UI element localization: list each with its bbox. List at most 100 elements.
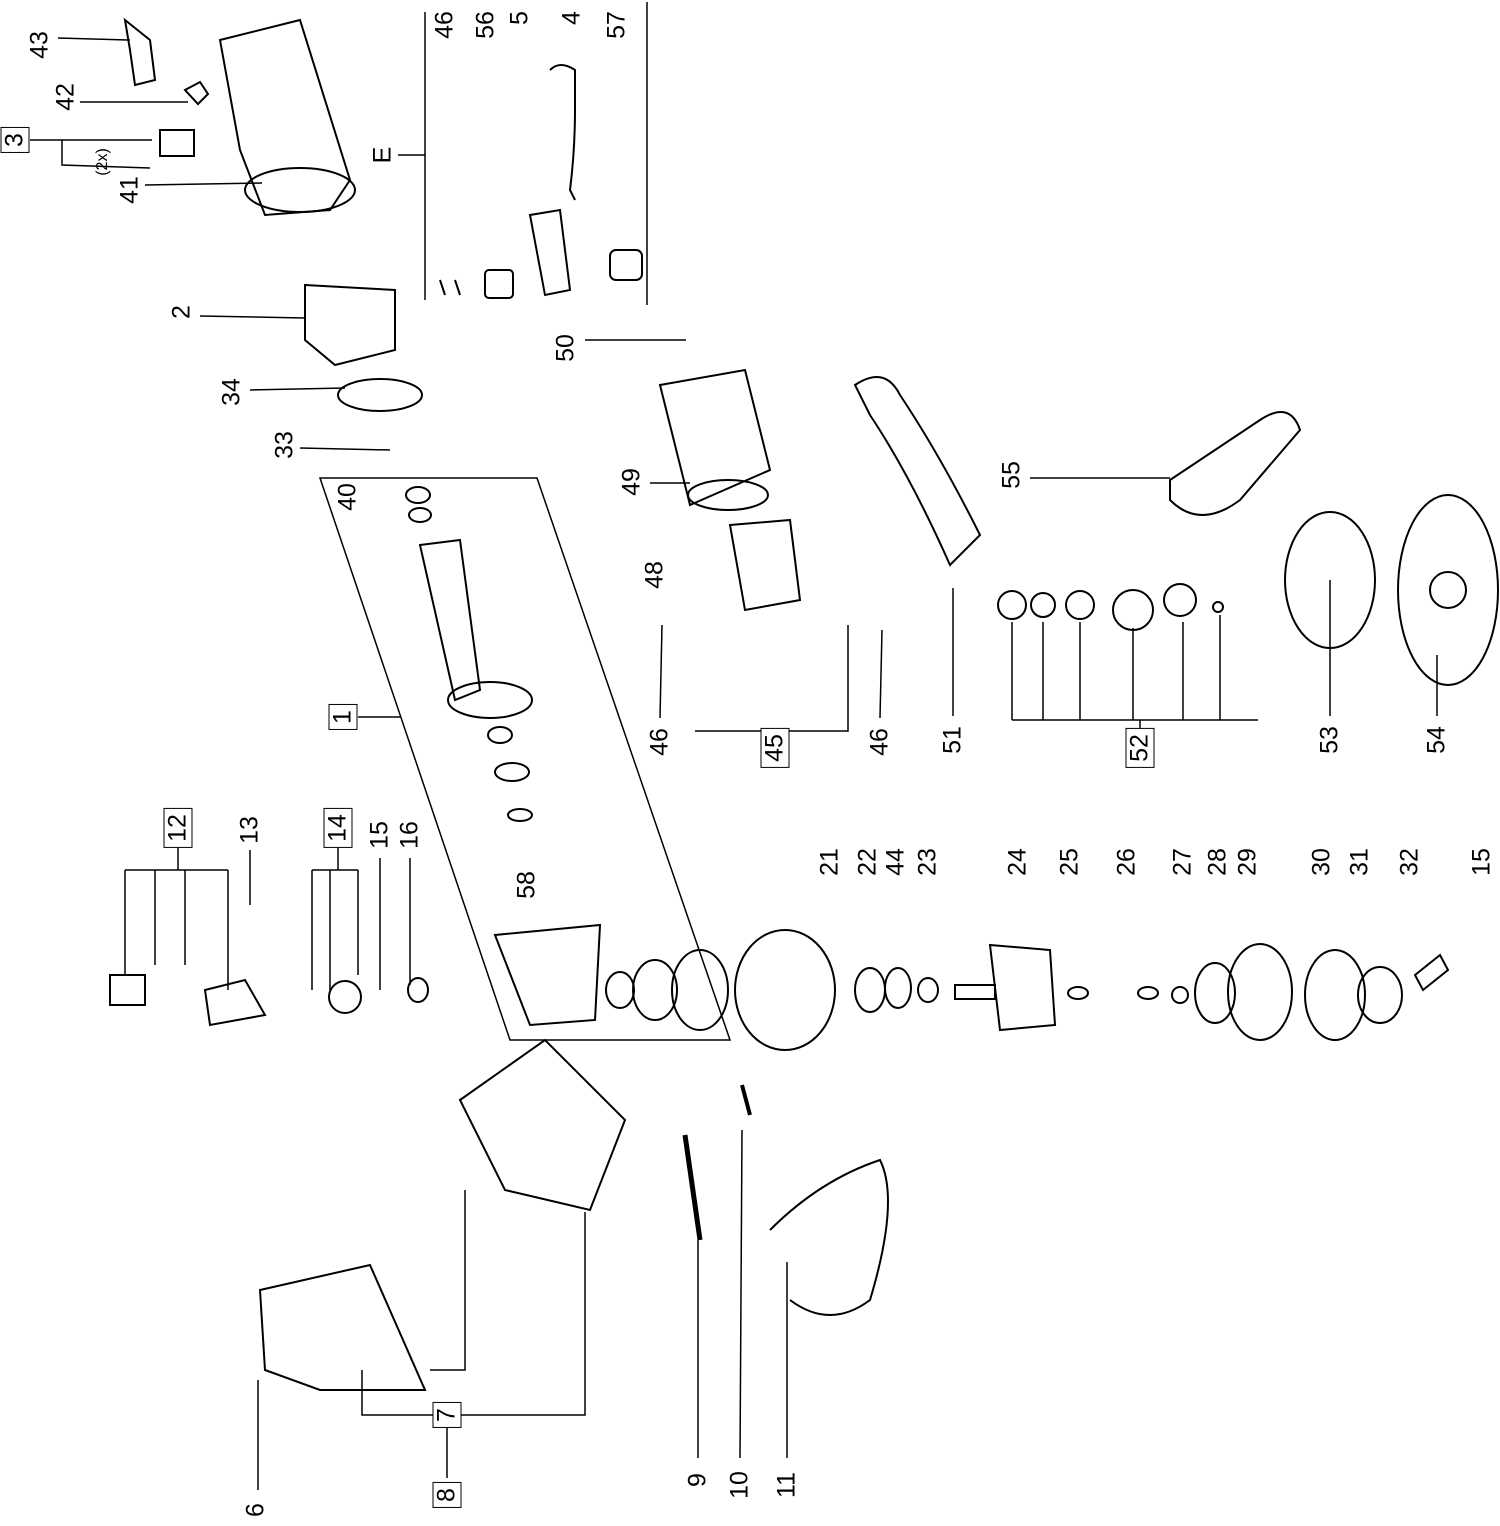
part-29 xyxy=(1227,943,1293,1041)
callout-58: 58 xyxy=(512,871,541,899)
callout-15: 15 xyxy=(365,821,394,849)
part-4-cable xyxy=(549,64,576,201)
callout-34: 34 xyxy=(217,378,246,406)
callout-29: 29 xyxy=(1233,848,1262,876)
part-56-clamp xyxy=(484,269,514,299)
part-43-cover xyxy=(123,17,157,87)
callout-E: E xyxy=(368,146,397,164)
part-2-stator xyxy=(304,283,396,367)
callout-6: 6 xyxy=(241,1503,270,1517)
part-51-handle xyxy=(853,376,982,567)
callout-53: 53 xyxy=(1315,726,1344,754)
callout-2: 2 xyxy=(167,305,196,319)
callout-24: 24 xyxy=(1003,848,1032,876)
callout-55: 55 xyxy=(997,461,1026,489)
callout-43: 43 xyxy=(25,31,54,59)
part-gear xyxy=(447,681,533,719)
callout-30: 30 xyxy=(1307,848,1336,876)
quantity-note: (2x) xyxy=(94,148,111,176)
callout-57: 57 xyxy=(602,11,631,39)
callout-8: 8 xyxy=(432,1482,462,1508)
callout-48: 48 xyxy=(640,561,669,589)
part-52-washer xyxy=(997,590,1027,620)
part-34-ring xyxy=(337,378,423,412)
part-21-guard-flange xyxy=(734,929,836,1051)
callout-22: 22 xyxy=(853,848,882,876)
part-40-bearing xyxy=(405,486,431,504)
part-12 xyxy=(109,974,146,1006)
callout-46: 46 xyxy=(865,728,894,756)
callout-41: 41 xyxy=(115,176,144,204)
part-11-guard xyxy=(769,1158,889,1316)
part-30 xyxy=(1304,949,1366,1041)
part-3-switch xyxy=(159,129,195,157)
callout-28: 28 xyxy=(1203,848,1232,876)
part-23 xyxy=(917,977,939,1003)
part-14 xyxy=(328,980,362,1014)
part-55-grip xyxy=(1169,411,1302,516)
callout-50: 50 xyxy=(551,334,580,362)
part-44 xyxy=(884,967,912,1009)
part-42-clip xyxy=(183,80,210,106)
part-26 xyxy=(1137,986,1159,1000)
callout-7: 7 xyxy=(432,1402,462,1428)
callout-32: 32 xyxy=(1395,848,1424,876)
callout-49: 49 xyxy=(617,468,646,496)
callout-44: 44 xyxy=(881,848,910,876)
callout-31: 31 xyxy=(1345,848,1374,876)
part-48-brush-holder xyxy=(728,518,802,612)
part-24 xyxy=(988,943,1057,1032)
callout-14: 14 xyxy=(323,808,353,848)
callout-5: 5 xyxy=(505,11,534,25)
callout-42: 42 xyxy=(51,83,80,111)
callout-40: 40 xyxy=(333,483,362,511)
leader-lines xyxy=(30,2,1438,1490)
callout-46: 46 xyxy=(430,11,459,39)
callout-33: 33 xyxy=(270,431,299,459)
parts xyxy=(109,17,1499,1391)
callout-25: 25 xyxy=(1055,848,1084,876)
callout-56: 56 xyxy=(471,11,500,39)
part-25 xyxy=(1067,986,1089,1000)
callout-13: 13 xyxy=(235,816,264,844)
callout-11: 11 xyxy=(772,1472,801,1498)
callout-23: 23 xyxy=(913,848,942,876)
part-16 xyxy=(407,977,429,1003)
part-22 xyxy=(854,967,886,1013)
callout-3: 3 xyxy=(0,127,30,153)
part-41-housing xyxy=(218,18,352,217)
callout-21: 21 xyxy=(815,848,844,876)
callout-15: 15 xyxy=(1467,848,1496,876)
part-armature xyxy=(418,538,482,702)
callout-52: 52 xyxy=(1125,728,1155,768)
callout-1: 1 xyxy=(328,704,358,730)
part-28 xyxy=(1194,962,1236,1024)
part-5-sleeve xyxy=(528,208,572,297)
callout-16: 16 xyxy=(395,821,424,849)
part-54-pad xyxy=(1397,494,1499,686)
part-spindle xyxy=(954,984,996,1000)
part-9-lever xyxy=(682,1134,703,1241)
part-57-plug xyxy=(609,249,643,281)
part-7-lower-housing xyxy=(258,1263,427,1391)
part-27 xyxy=(1171,986,1189,1004)
part-gear-housing xyxy=(493,923,602,1027)
callout-9: 9 xyxy=(683,1473,712,1487)
callout-54: 54 xyxy=(1422,726,1451,754)
callout-27: 27 xyxy=(1168,848,1197,876)
part-31 xyxy=(1357,966,1403,1024)
part-49-motor-cover xyxy=(658,368,772,507)
part-53-ring xyxy=(1284,511,1376,649)
callout-4: 4 xyxy=(557,11,586,25)
callout-26: 26 xyxy=(1112,848,1141,876)
part-13 xyxy=(203,978,267,1027)
callout-10: 10 xyxy=(725,1471,754,1499)
part-8-upper-housing xyxy=(458,1038,627,1212)
callout-46: 46 xyxy=(645,728,674,756)
callout-45: 45 xyxy=(760,728,790,768)
callout-51: 51 xyxy=(938,726,967,754)
part-10-screw xyxy=(740,1084,752,1116)
part-32 xyxy=(1413,953,1450,992)
